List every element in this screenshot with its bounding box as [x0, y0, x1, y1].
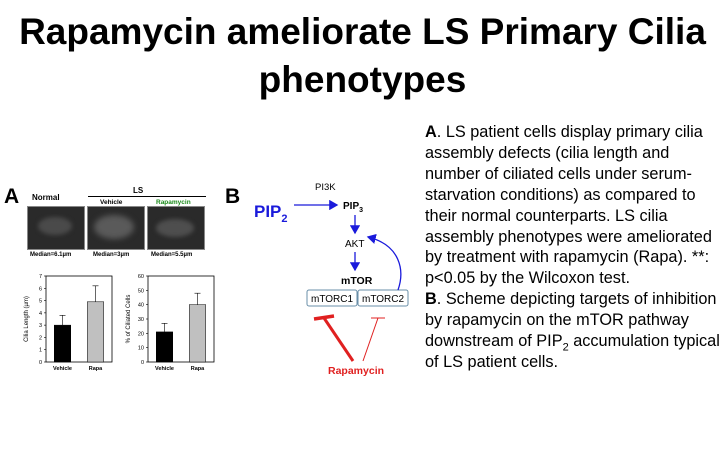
micrograph-vehicle [87, 206, 145, 250]
mtorc2-label: mTORC2 [362, 294, 404, 305]
mtorc2-box [357, 289, 409, 307]
ciliated-ytick-label: 60 [138, 274, 144, 280]
micrograph-rapamycin [147, 206, 205, 250]
length-ytick-label: 2 [39, 335, 42, 341]
length-ytick-label: 0 [39, 360, 42, 366]
ciliated-ytick-label: 20 [138, 331, 144, 337]
arrow-mtorc2-akt [366, 233, 402, 291]
inhibition-line-mtorc1 [322, 317, 355, 362]
length-ytick-label: 7 [39, 274, 42, 280]
length-ytick-label: 6 [39, 286, 42, 292]
ciliated-ytick-label: 30 [138, 317, 144, 323]
title-line-2: phenotypes [258, 59, 467, 100]
length-category-label: Rapa [89, 366, 103, 372]
length-bar [87, 301, 104, 363]
header-normal: Normal [32, 193, 60, 202]
ciliated-category-label: Rapa [191, 366, 205, 372]
caption-b-text: . Scheme depicting targets of inhibition… [425, 290, 717, 351]
mtorc1-box [306, 289, 358, 307]
title-line-1: Rapamycin ameliorate LS Primary Cilia [19, 11, 706, 52]
caption-b-letter: B [425, 290, 437, 309]
median-normal: Median=6.1µm [30, 252, 72, 258]
akt-label: AKT [345, 239, 364, 250]
rapamycin-label: Rapamycin [328, 365, 384, 377]
length-plot-frame [45, 275, 113, 363]
slide-title: Rapamycin ameliorate LS Primary Cilia ph… [0, 8, 725, 104]
ls-bracket-line [88, 196, 206, 197]
header-vehicle: Vehicle [100, 199, 123, 206]
pip2-label: PIP2 [254, 202, 288, 225]
length-ylabel: Cilia Length (µm) [24, 296, 30, 342]
ciliated-ytick-label: 50 [138, 288, 144, 294]
median-vehicle: Median=3µm [93, 252, 130, 258]
mtorc1-label: mTORC1 [311, 294, 353, 305]
length-ytick-label: 3 [39, 323, 42, 329]
ciliated-category-label: Vehicle [155, 366, 174, 372]
pi3k-label: PI3K [315, 182, 336, 193]
inhibition-line-mtorc2 [362, 317, 379, 362]
inhibition-bar-mtorc1 [313, 314, 335, 321]
panel-b-letter: B [225, 185, 241, 208]
caption-a-letter: A [425, 123, 437, 141]
mtor-label: mTOR [341, 275, 373, 287]
caption-b-text-2: accumulation typical of LS patient cells… [425, 332, 720, 371]
length-ytick-label: 1 [39, 348, 42, 354]
caption-a-text: . LS patient cells display primary cilia… [425, 123, 712, 288]
length-ytick-label: 5 [39, 299, 42, 305]
mtor-pathway-diagram: PIP2 PI3K PIP3 AKT mTOR mTORC1 mTORC2 Ra… [254, 182, 409, 377]
length-category-label: Vehicle [53, 366, 72, 372]
caption-b-sub: 2 [562, 341, 569, 354]
ciliated-ytick-label: 40 [138, 303, 144, 309]
pip3-label: PIP3 [343, 201, 363, 214]
header-rapamycin: Rapamycin [156, 199, 191, 206]
header-ls: LS [133, 186, 144, 195]
length-bar [54, 324, 71, 363]
median-rapamycin: Median=5.5µm [151, 252, 193, 258]
figure-caption: A. LS patient cells display primary cili… [425, 122, 721, 373]
micrograph-normal [27, 206, 85, 250]
ciliated-bar [189, 304, 206, 363]
panel-a-letter: A [4, 185, 20, 208]
length-ytick-label: 4 [39, 311, 42, 317]
ciliated-ytick-label: 0 [141, 360, 144, 366]
ciliated-bar [156, 331, 173, 363]
ciliated-ylabel: % of Ciliated Cells [126, 295, 132, 344]
ciliated-ytick-label: 10 [138, 346, 144, 352]
